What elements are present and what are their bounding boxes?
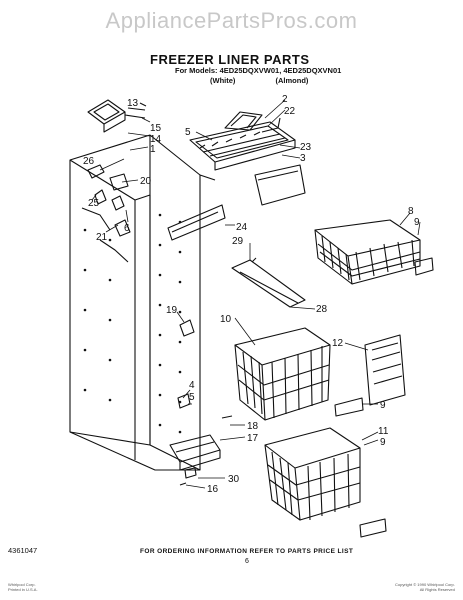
callout-labels: 2 22 5 23 3 13 15 14 1 26 20 25 6 21 24 … xyxy=(83,94,420,495)
callout-17: 17 xyxy=(247,433,259,444)
variant-almond: (Almond) xyxy=(275,76,309,85)
part-5-shelf xyxy=(189,111,296,171)
clip xyxy=(414,257,434,276)
freezer-liner xyxy=(69,134,216,471)
model-numbers: For Models: 4ED25DQXVW01, 4ED25DQXVN01 xyxy=(175,66,342,75)
part-12-divider xyxy=(364,334,406,406)
callout-4: 4 xyxy=(189,380,195,391)
callout-28: 28 xyxy=(316,304,328,315)
callout-6: 6 xyxy=(124,223,130,234)
callout-9c: 9 xyxy=(380,437,386,448)
screw xyxy=(139,102,147,107)
variant-white: (White) xyxy=(210,76,236,85)
part-28-rail xyxy=(231,257,306,308)
callout-14: 14 xyxy=(150,134,162,145)
document-number: 4361047 xyxy=(8,546,38,555)
part-17-bracket xyxy=(169,434,221,471)
fine-print-right: Copyright © 1990 Whirlpool Corp. All Rig… xyxy=(395,582,455,592)
screw xyxy=(179,482,187,486)
callout-11: 11 xyxy=(378,426,389,437)
callout-2: 2 xyxy=(282,94,288,105)
callout-9: 9 xyxy=(414,217,420,228)
component-26 xyxy=(87,164,105,179)
callout-24: 24 xyxy=(236,222,248,233)
callout-13: 13 xyxy=(127,98,139,109)
callout-5: 5 xyxy=(185,127,191,138)
page-number: 6 xyxy=(245,558,249,565)
part-24-strip xyxy=(167,204,226,241)
clip xyxy=(359,518,387,538)
part-8-basket xyxy=(314,219,421,285)
part-11-basket xyxy=(264,427,361,521)
callout-19: 19 xyxy=(166,305,178,316)
ordering-note: FOR ORDERING INFORMATION REFER TO PARTS … xyxy=(140,548,354,555)
clip xyxy=(334,397,364,417)
callout-18: 18 xyxy=(247,421,259,432)
part-3-cover xyxy=(254,164,306,206)
callout-23: 23 xyxy=(300,142,312,153)
part-10-basket xyxy=(234,327,331,421)
callout-26: 26 xyxy=(83,156,95,167)
color-variants: (White) (Almond) xyxy=(210,76,330,85)
watermark: AppliancePartsPros.com xyxy=(105,8,358,33)
callout-30: 30 xyxy=(228,474,240,485)
callout-29: 29 xyxy=(232,236,244,247)
callout-9b: 9 xyxy=(380,400,386,411)
callout-3: 3 xyxy=(300,153,306,164)
fine-print-left: Whirlpool Corp. Printed in U.S.A. xyxy=(8,582,38,592)
part-30 xyxy=(184,467,197,479)
callout-12: 12 xyxy=(332,338,344,349)
page-title: FREEZER LINER PARTS xyxy=(150,52,310,67)
callout-10: 10 xyxy=(220,314,232,325)
part-13-bracket xyxy=(87,99,146,133)
callout-20: 20 xyxy=(140,176,152,187)
callout-15: 15 xyxy=(150,123,162,134)
callout-22: 22 xyxy=(284,106,296,117)
screw xyxy=(221,415,233,419)
callout-1: 1 xyxy=(150,144,156,155)
callout-25: 25 xyxy=(88,198,100,209)
callout-16: 16 xyxy=(207,484,219,495)
callout-21: 21 xyxy=(96,232,108,243)
callout-8: 8 xyxy=(408,206,414,217)
callout-5b: 5 xyxy=(189,392,195,403)
